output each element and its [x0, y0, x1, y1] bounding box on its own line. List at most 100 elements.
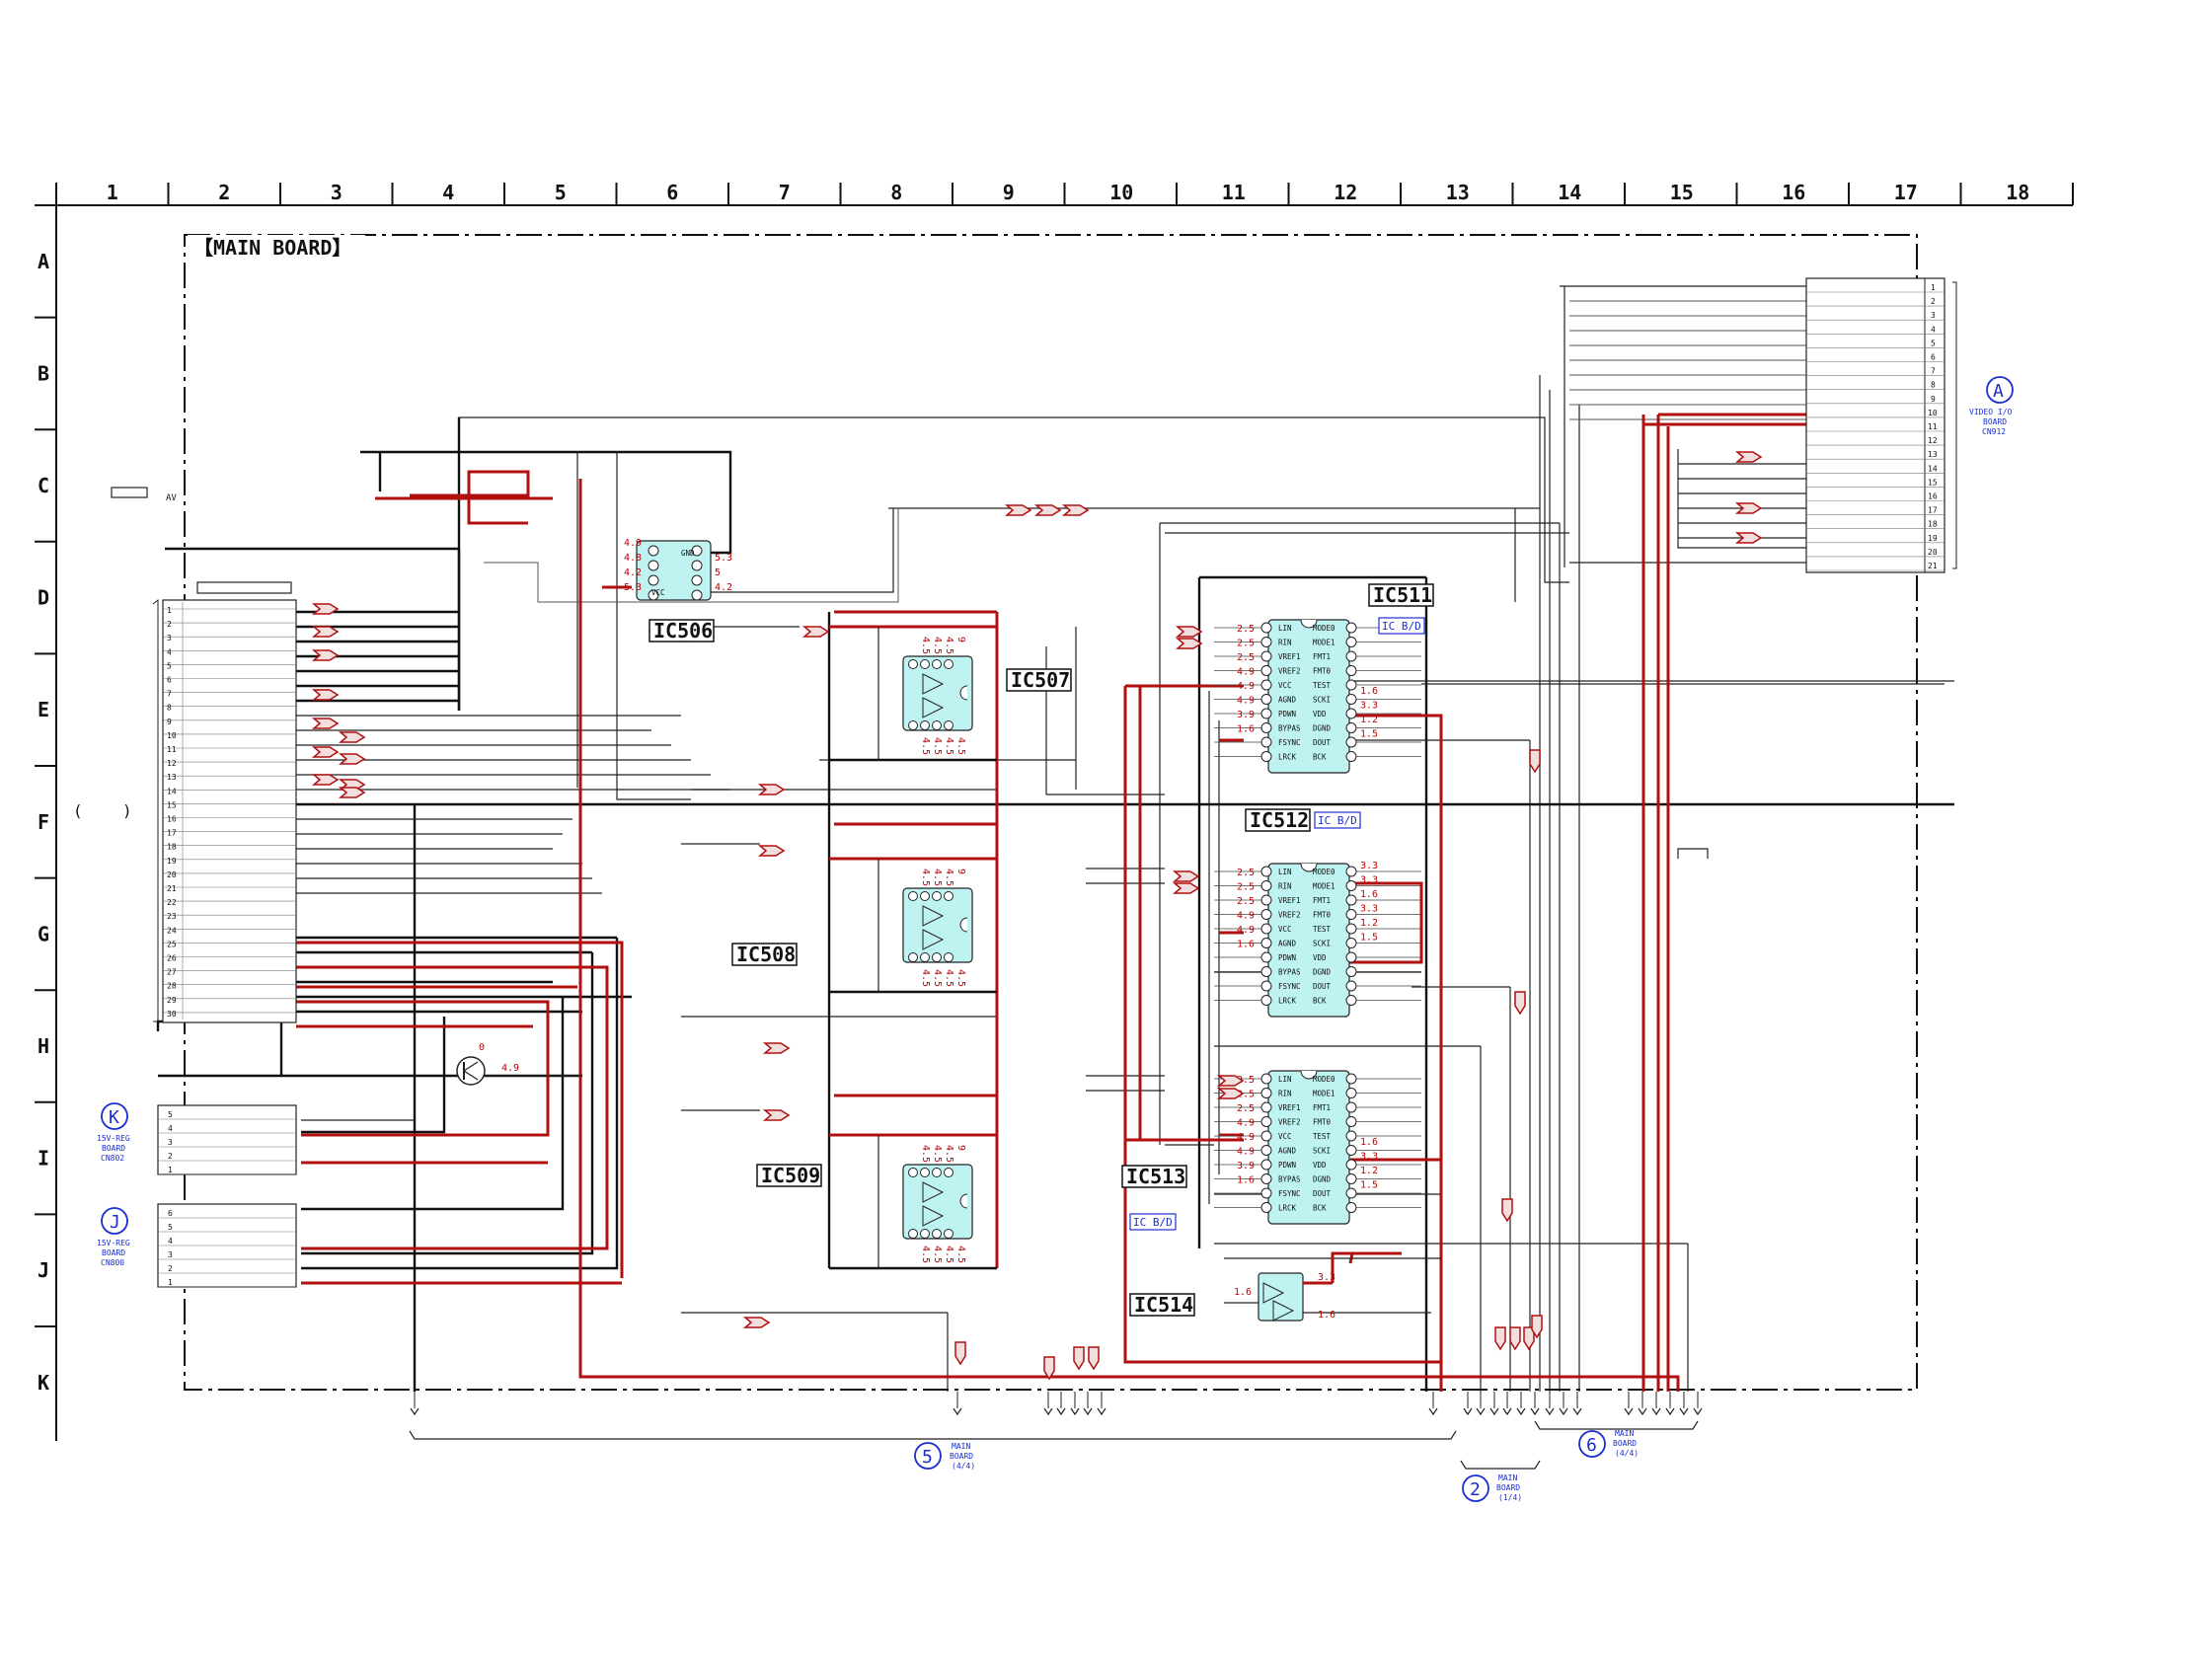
- conn-left-pin: 25: [167, 940, 177, 948]
- opamp-volt-top: 9: [955, 1145, 966, 1151]
- adc-volt-right: 3.3: [1360, 861, 1378, 871]
- opamp-pin-bottom: [932, 1229, 942, 1239]
- adc-pinname-right: MODE0: [1313, 624, 1335, 633]
- offboard-arrow: [1624, 1407, 1634, 1416]
- ic512-bd-note: IC B/D: [1318, 814, 1357, 827]
- adc-pinname-right: SCKI: [1313, 696, 1331, 705]
- ref-j-line2: BOARD: [102, 1248, 125, 1257]
- col-label: 6: [666, 181, 678, 204]
- ref-j-line3: CN800: [101, 1258, 124, 1267]
- opamp-volt-bottom: 4.5: [955, 737, 966, 755]
- ic506-pin-right: [691, 589, 703, 601]
- adc-pinname-right: BCK: [1313, 1204, 1327, 1213]
- col-label: 4: [442, 181, 454, 204]
- adc-pin-left: [1260, 751, 1272, 762]
- adc-pin-left: [1260, 866, 1272, 877]
- conn-right-pin: 1: [1931, 283, 1936, 292]
- signal-arrow: [1061, 504, 1090, 516]
- signal-arrow-down: [1509, 1326, 1521, 1351]
- adc-notch: [1300, 863, 1318, 872]
- adc-pinname-right: MODE0: [1313, 1075, 1335, 1084]
- adc-volt-left: 4.9: [1237, 667, 1255, 678]
- ic506-volt: 5.3: [715, 553, 732, 564]
- col-label: 11: [1222, 181, 1246, 204]
- adc-pinname-right: VDD: [1313, 1161, 1327, 1170]
- signal-arrow: [311, 746, 340, 758]
- ref-j-letter: J: [110, 1212, 120, 1233]
- conn-left-pin: 24: [167, 926, 177, 935]
- adc-pinname-left: LRCK: [1278, 997, 1297, 1006]
- opamp-volt-top: 9: [955, 869, 966, 874]
- signal-arrow: [762, 1042, 791, 1054]
- adc-pinname-left: VREF1: [1278, 896, 1301, 905]
- conn-j-pin: 5: [168, 1223, 173, 1232]
- adc-volt-right: 3.3: [1360, 875, 1378, 886]
- row-label: G: [38, 922, 49, 945]
- adc-pinname-right: VDD: [1313, 710, 1327, 718]
- signal-arrow: [742, 1317, 771, 1328]
- adc-volt-right: 3.3: [1360, 1152, 1378, 1163]
- conn-left-pin: 3: [167, 634, 172, 643]
- conn-k-pin: 2: [168, 1152, 173, 1161]
- adc-pinname-right: SCKI: [1313, 1147, 1331, 1156]
- signal-arrow: [1734, 532, 1763, 544]
- ref-j: J 15V-REG BOARD CN800: [97, 1207, 130, 1267]
- adc-pin-left: [1260, 679, 1272, 691]
- signal-arrow: [338, 787, 366, 798]
- conn-left-pin: 12: [167, 759, 177, 768]
- adc-volt-left: 2.5: [1237, 868, 1255, 878]
- opamp-volt-top: 4.5: [944, 1145, 954, 1163]
- adc-ic: LINRINVREF1VREF2VCCAGNDPDWNBYPASFSYNCLRC…: [1214, 1070, 1421, 1225]
- opamp-symbol: [922, 1205, 945, 1227]
- adc-notch: [1300, 1070, 1318, 1080]
- adc-volt-left: 1.6: [1237, 940, 1255, 950]
- ic513-label: IC513: [1126, 1165, 1185, 1188]
- adc-pin-right: [1345, 966, 1357, 977]
- paren-right: ): [122, 801, 132, 820]
- ref-2-line1: MAIN: [1498, 1474, 1517, 1482]
- transistor-volt-0: 0: [479, 1042, 485, 1053]
- signal-arrow-down: [1514, 991, 1526, 1016]
- adc-pin-right: [1345, 938, 1357, 948]
- adc-volt-left: 2.5: [1237, 624, 1255, 635]
- conn-left-pin: 1: [167, 606, 172, 615]
- adc-pin-left: [1260, 1073, 1272, 1085]
- signal-arrow: [1175, 638, 1203, 649]
- adc-pinname-right: DOUT: [1313, 982, 1332, 991]
- adc-volt-right: 1.5: [1360, 729, 1378, 740]
- opamp-pin-bottom: [920, 1229, 930, 1239]
- ref-6: 6 MAIN BOARD (4/4): [1578, 1429, 1639, 1458]
- adc-volt-left: 3.9: [1237, 1161, 1255, 1172]
- ref-5: 5 MAIN BOARD (4/4): [914, 1442, 975, 1471]
- adc-pin-left: [1260, 694, 1272, 705]
- signal-arrow: [1033, 504, 1062, 516]
- ic508-label: IC508: [736, 943, 796, 966]
- col-label: 10: [1109, 181, 1133, 204]
- col-label: 9: [1003, 181, 1015, 204]
- adc-pinname-left: VCC: [1278, 925, 1292, 934]
- conn-right-pin: 13: [1928, 450, 1938, 459]
- offboard-arrow: [1651, 1407, 1661, 1416]
- conn-right-pin: 8: [1931, 381, 1936, 390]
- adc-pin-left: [1260, 1173, 1272, 1184]
- opamp-volt-top: 4.5: [932, 1145, 943, 1163]
- ref-k-line2: BOARD: [102, 1144, 125, 1153]
- signal-arrow-down: [1088, 1346, 1100, 1371]
- offboard-arrow: [1428, 1407, 1438, 1416]
- offboard-arrow: [1638, 1407, 1647, 1416]
- conn-left-pin: 21: [167, 884, 177, 893]
- adc-pin-left: [1260, 622, 1272, 634]
- adc-pin-right: [1345, 894, 1357, 906]
- ic514-chip: 1.63.31.6: [1224, 1251, 1441, 1322]
- adc-volt-right: 1.2: [1360, 715, 1378, 725]
- conn-left-pin: 19: [167, 857, 177, 866]
- conn-right-pin: 10: [1928, 409, 1938, 417]
- conn-right-pin: 19: [1928, 534, 1938, 543]
- adc-pinname-left: BYPAS: [1278, 968, 1301, 977]
- signal-arrow: [338, 753, 366, 765]
- opamp-pin-bottom: [932, 952, 942, 962]
- signal-arrow: [311, 649, 340, 661]
- ic506-label: IC506: [653, 619, 713, 643]
